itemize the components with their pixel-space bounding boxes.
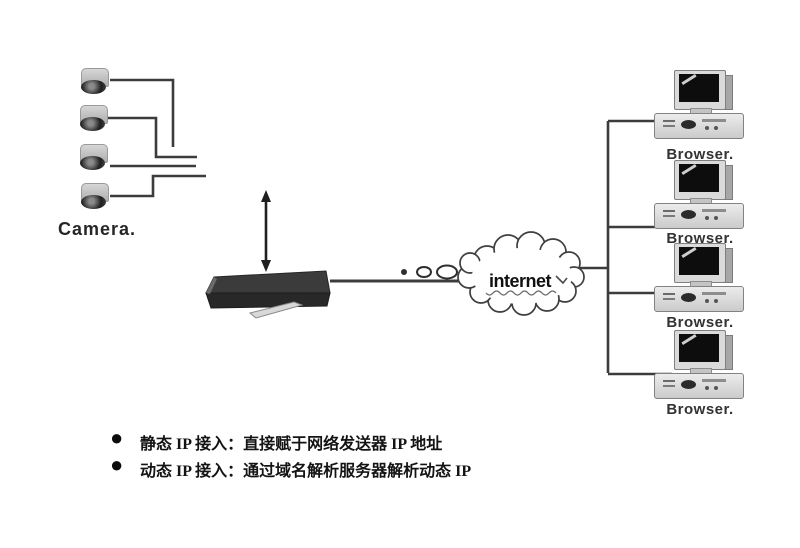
- internet-underline-squiggle: [485, 290, 557, 296]
- monitor-screen: [679, 73, 719, 102]
- cloud-icon: [457, 231, 585, 316]
- camera-cables: [108, 78, 206, 198]
- camera-icon-3: [79, 144, 109, 176]
- camera-icon-1: [80, 68, 110, 100]
- browser-label-2: Browser.: [666, 230, 734, 247]
- browser-computer-icon-3: [652, 243, 744, 312]
- camera-cable-4: [110, 174, 206, 198]
- browser-computer-icon-1: [652, 70, 744, 139]
- browser-computer-icon-4: [652, 330, 744, 399]
- screen-glare: [681, 163, 697, 176]
- legend-static-ip-text: 静态 IP 接入：直接赋于网络发送器 IP 地址: [140, 436, 443, 453]
- camera-group-label: Camera.: [58, 219, 137, 239]
- browser-label-4: Browser.: [666, 401, 734, 418]
- camera-lens: [81, 80, 106, 94]
- bullet-icon: ●: [110, 452, 124, 477]
- cloud-scribble-mark: [555, 275, 568, 285]
- monitor-screen: [679, 163, 719, 192]
- camera-lens: [80, 117, 105, 131]
- video-server-icon: [205, 270, 331, 319]
- camera-lens: [80, 156, 105, 170]
- camera-icon-2: [79, 105, 109, 137]
- browser-label-1: Browser.: [666, 146, 734, 163]
- camera-lens: [81, 195, 106, 209]
- bullet-icon: ●: [110, 425, 124, 450]
- screen-glare: [681, 246, 697, 259]
- camera-cable-2: [108, 116, 197, 159]
- camera-cable-1: [110, 78, 175, 147]
- browser-computer-icon-2: [652, 160, 744, 229]
- screen-glare: [681, 333, 697, 346]
- monitor-screen: [679, 246, 719, 275]
- crt-monitor: [674, 70, 726, 110]
- browser-label-3: Browser.: [666, 314, 734, 331]
- screen-glare: [681, 73, 697, 86]
- crt-monitor: [674, 330, 726, 370]
- camera-icon-4: [80, 183, 110, 215]
- legend-dynamic-ip-text: 动态 IP 接入：通过域名解析服务器解析动态 IP: [140, 463, 472, 480]
- thought-dots: [401, 264, 458, 280]
- computer-case: [654, 286, 744, 312]
- monitor-screen: [679, 333, 719, 362]
- computer-case: [654, 373, 744, 399]
- crt-monitor: [674, 160, 726, 200]
- server-stylus: [248, 301, 304, 319]
- computer-case: [654, 203, 744, 229]
- internet-cloud-label: internet: [488, 271, 552, 291]
- computer-case: [654, 113, 744, 139]
- crt-monitor: [674, 243, 726, 283]
- double-arrow-icon: [261, 190, 271, 272]
